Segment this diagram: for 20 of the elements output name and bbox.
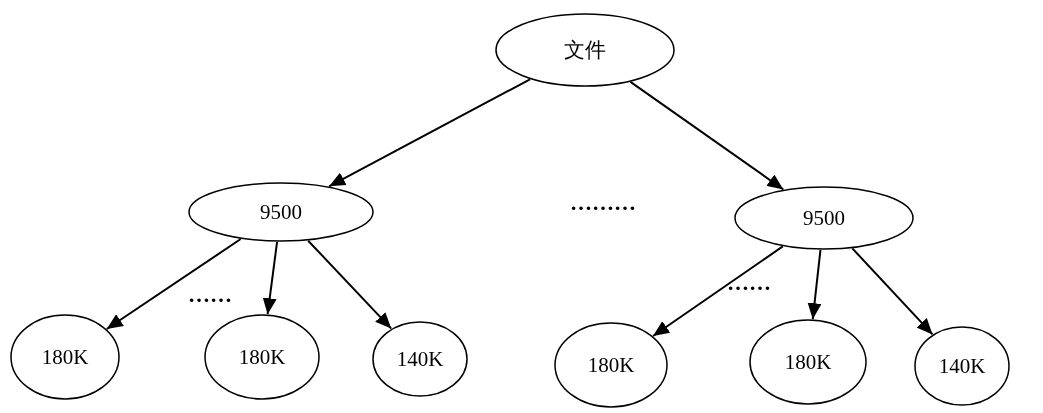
- arrow: [105, 238, 242, 330]
- arrow: [328, 78, 532, 188]
- ellipse-node: 180K: [554, 322, 668, 408]
- arrow: [652, 245, 784, 337]
- arrow: [629, 80, 785, 191]
- ellipsis-text: ……: [188, 284, 232, 306]
- arrow: [851, 247, 934, 336]
- arrow: [307, 239, 393, 330]
- ellipse-node: 180K: [10, 314, 120, 400]
- ellipse-node: 9500: [734, 186, 914, 250]
- ellipsis-text: ……: [727, 272, 771, 294]
- ellipse-node: 140K: [914, 326, 1010, 406]
- ellipse-node: 140K: [372, 321, 468, 397]
- arrow: [807, 249, 822, 321]
- ellipse-node: 文件: [495, 13, 675, 87]
- ellipse-node: 9500: [188, 182, 374, 242]
- ellipse-node: 180K: [749, 319, 867, 405]
- ellipse-node: 180K: [204, 314, 320, 400]
- arrow: [262, 240, 279, 316]
- ellipsis-text: ………: [570, 192, 636, 214]
